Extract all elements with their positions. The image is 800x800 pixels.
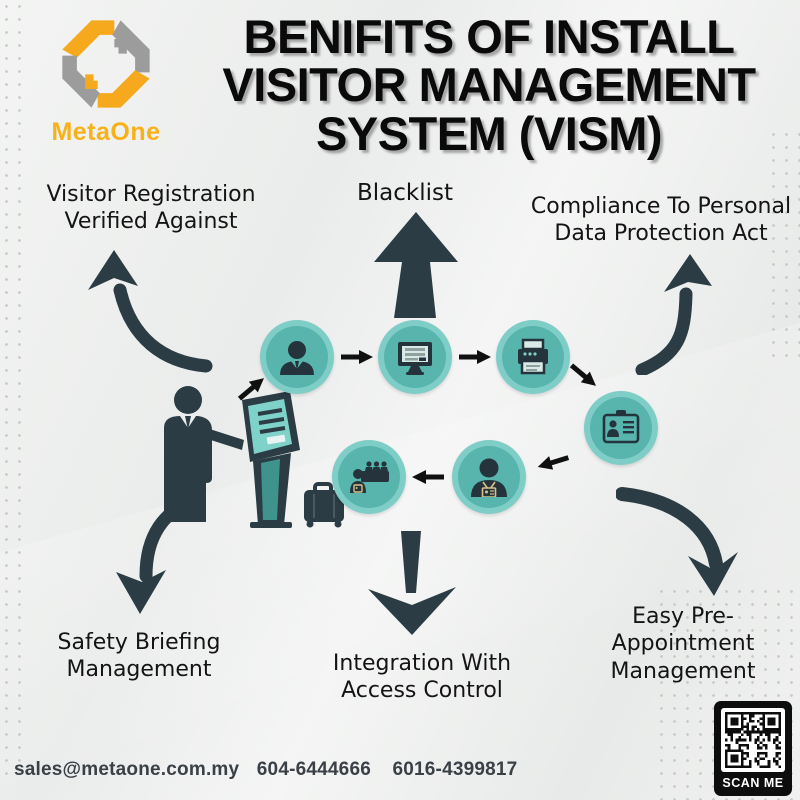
badge-printer-icon xyxy=(502,326,564,388)
node-visitor-with-badge xyxy=(452,440,526,514)
label-line: Data Protection Act xyxy=(554,221,768,247)
label-line: Blacklist xyxy=(356,180,453,206)
id-card-icon xyxy=(590,397,652,459)
login-terminal-icon xyxy=(384,326,446,388)
label-blacklist: Blacklist xyxy=(322,179,488,208)
arrow-terminal-to-printer xyxy=(457,350,491,364)
label-line: Compliance To Personal xyxy=(530,194,792,219)
qr-code xyxy=(721,708,785,772)
label-line: Appointment xyxy=(611,631,755,657)
straight-arrow-to-integration xyxy=(368,531,456,635)
person-at-kiosk-icon xyxy=(164,386,344,528)
page-title: BENIFITS OF INSTALL VISITOR MANAGEMENT S… xyxy=(182,10,796,160)
contact-phone-1: 604-6444666 xyxy=(256,759,371,780)
arrow-visitor-to-terminal xyxy=(339,350,373,364)
arrow-printer-to-idcard xyxy=(565,359,600,392)
title-line-1: BENIFITS OF INSTALL xyxy=(243,10,735,63)
arrow-visitorbadge-to-briefing xyxy=(412,470,446,484)
curved-arrow-to-easy-pre-appointment xyxy=(616,487,738,596)
metaone-logo: MetaOne xyxy=(28,12,184,147)
node-id-card xyxy=(584,391,658,465)
visitor-person-icon xyxy=(266,326,328,388)
node-safety-briefing xyxy=(332,440,406,514)
label-visitor-registration: Visitor Registration Verified Against xyxy=(14,181,288,236)
visitor-with-badge-icon xyxy=(458,446,520,508)
label-line: Access Control xyxy=(341,678,503,704)
label-line: Management xyxy=(66,657,212,683)
label-compliance: Compliance To Personal Data Protection A… xyxy=(526,193,796,248)
label-safety-briefing: Safety Briefing Management xyxy=(24,629,254,684)
label-line: Easy Pre- xyxy=(632,604,734,629)
arrow-idcard-to-visitorbadge xyxy=(536,450,573,473)
dot-pattern-left xyxy=(0,0,27,778)
contact-info: sales@metaone.com.my 604-6444666 6016-43… xyxy=(14,759,517,781)
label-line: Integration With xyxy=(332,651,512,676)
label-line: Management xyxy=(610,658,756,684)
node-login-terminal xyxy=(378,320,452,394)
label-integration: Integration With Access Control xyxy=(310,650,534,705)
arrow-kiosk-to-visitor xyxy=(233,373,268,406)
contact-phone-2: 6016-4399817 xyxy=(392,759,518,780)
curved-arrow-to-compliance xyxy=(635,254,712,375)
brand-name: MetaOne xyxy=(51,118,161,146)
metaone-logo-icon xyxy=(62,20,150,108)
safety-briefing-icon xyxy=(338,446,400,508)
label-line: Visitor Registration xyxy=(46,182,256,207)
label-easy-pre-appointment: Easy Pre- Appointment Management xyxy=(582,603,784,685)
qr-scan-label: SCAN ME xyxy=(722,776,784,790)
node-visitor-person xyxy=(260,320,334,394)
contact-email: sales@metaone.com.my xyxy=(14,759,240,780)
qr-code-block: SCAN ME xyxy=(714,701,792,796)
title-line-3: SYSTEM (VISM) xyxy=(315,106,663,160)
straight-arrow-to-blacklist xyxy=(374,212,458,318)
title-line-2: VISITOR MANAGEMENT xyxy=(222,58,756,112)
node-badge-printer xyxy=(496,320,570,394)
label-line: Verified Against xyxy=(64,209,238,235)
dot-pattern-right xyxy=(767,128,800,363)
curved-arrow-to-visitor-registration xyxy=(88,250,213,373)
label-line: Safety Briefing xyxy=(57,630,221,655)
